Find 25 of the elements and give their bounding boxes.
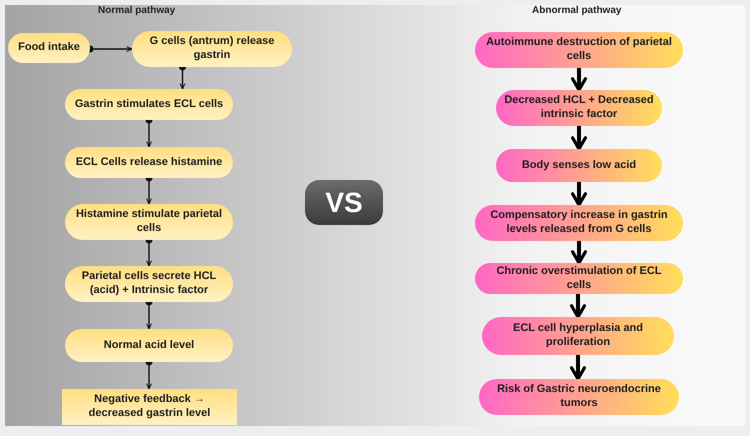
step-pill: Histamine stimulate parietal cells [65, 204, 233, 240]
step-pill: Gastrin stimulates ECL cells [65, 89, 233, 120]
arrow [571, 241, 587, 265]
arrow [571, 182, 587, 207]
pathway-title: Normal pathway [98, 4, 176, 18]
step-pill: G cells (antrum) release gastrin [132, 31, 292, 67]
step-pill: Chronic overstimulation of ECL cells [475, 263, 683, 294]
step-pill: Compensatory increase in gastrin levels released from G cells [475, 205, 683, 241]
arrow [570, 355, 586, 381]
outcome-box: Negative feedback → decreased gastrin level [62, 389, 237, 425]
step-pill: Food intake [8, 33, 90, 63]
step-pill: Risk of Gastric neuroendocrine tumors [479, 379, 679, 415]
arrow [570, 294, 586, 319]
arrow [571, 68, 587, 92]
arrow [571, 126, 587, 151]
step-pill: Parietal cells secrete HCL (acid) + Intrinsic factor [65, 266, 233, 302]
step-pill: Body senses low acid [496, 149, 662, 182]
vs-badge: VS [305, 180, 383, 225]
pathway-title: Abnormal pathway [532, 4, 622, 18]
step-pill: Autoimmune destruction of parietal cells [475, 32, 683, 68]
arrow [86, 46, 132, 52]
step-pill: ECL cell hyperplasia and proliferation [482, 317, 674, 355]
step-pill: Decreased HCL + Decreased intrinsic factor [496, 90, 662, 126]
step-pill: ECL Cells release histamine [65, 147, 233, 178]
step-pill: Normal acid level [65, 329, 233, 362]
